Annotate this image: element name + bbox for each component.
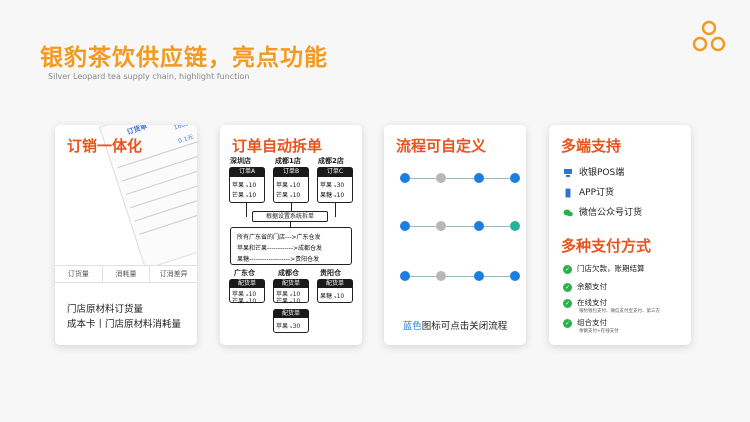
- flow-step-icon[interactable]: [474, 221, 484, 231]
- card-multi-platform: 多端支持 收银POS端 APP订货 微信公众号订货 多种支付方式 ✓门店欠款，账…: [549, 125, 691, 345]
- payment-online: ✓在线支付: [563, 298, 607, 308]
- flow-connector: [446, 226, 474, 227]
- flow-connector: [446, 276, 474, 277]
- feature-wechat: 微信公众号订货: [563, 205, 642, 218]
- page-title: 银豹茶饮供应链，亮点功能: [40, 45, 328, 71]
- store-name: 成都2店: [318, 157, 344, 165]
- card-description: 门店原材料订货量 成本卡丨门店原材料消耗量: [67, 304, 182, 330]
- card-title: 流程可自定义: [396, 137, 487, 155]
- payment-balance: ✓余额支付: [563, 282, 607, 292]
- store-name: 成都1店: [275, 157, 301, 165]
- flow-step-icon[interactable]: [400, 221, 410, 231]
- order-box: 订单C 苹果 ₓ30 果糖 ₓ10: [317, 167, 353, 203]
- flow-step-icon[interactable]: [436, 271, 446, 281]
- flow-connector: [410, 178, 436, 179]
- flow-step-icon[interactable]: [474, 173, 484, 183]
- wechat-icon: [563, 209, 573, 216]
- flow-connector: [484, 226, 510, 227]
- flow-step-icon[interactable]: [474, 271, 484, 281]
- flow-step-icon[interactable]: [510, 221, 520, 231]
- check-icon: ✓: [563, 318, 572, 328]
- card-description: 蓝色图标可点击关闭流程: [402, 321, 508, 332]
- tab-order-qty[interactable]: 订货量: [55, 266, 103, 282]
- card-title: 订单自动拆单: [232, 137, 323, 155]
- check-icon: ✓: [563, 298, 572, 308]
- warehouse-name: 成都仓: [278, 269, 299, 277]
- logo-icon: [692, 20, 726, 52]
- pos-icon: [564, 168, 572, 177]
- flow-step-icon[interactable]: [436, 221, 446, 231]
- card-title: 多端支持: [561, 137, 622, 155]
- warehouse-name: 贵阳仓: [320, 269, 341, 277]
- order-box: 订单B 苹果 ₓ10 芒果 ₓ10: [273, 167, 309, 203]
- flow-step-icon[interactable]: [510, 173, 520, 183]
- flow-connector: [484, 276, 510, 277]
- payment-credit: ✓门店欠款，账期结算: [563, 264, 645, 274]
- check-icon: ✓: [563, 264, 572, 274]
- flow-step-icon[interactable]: [436, 173, 446, 183]
- warehouse-name: 广东仓: [234, 269, 255, 277]
- dispatch-slip: 配货单 苹果 ₓ30: [273, 309, 309, 333]
- flow-connector: [446, 178, 474, 179]
- flow-connector: [410, 226, 436, 227]
- card-title: 订销一体化: [67, 137, 143, 155]
- feature-app: APP订货: [563, 185, 614, 198]
- check-icon: ✓: [563, 282, 572, 292]
- dispatch-slip: 配货单 苹果 ₓ10 芒果 ₓ10: [273, 279, 309, 305]
- flow-connector: [410, 276, 436, 277]
- feature-pos: 收银POS端: [563, 165, 624, 178]
- order-box: 订单A 苹果 ₓ10 芒果 ₓ10: [229, 167, 265, 203]
- store-name: 深圳店: [230, 157, 251, 165]
- payment-online-detail: 银豹钱包支付、微信支付宝支付、第三方: [579, 309, 660, 314]
- payment-combo: ✓组合支付: [563, 318, 607, 328]
- split-rules: 所有广东省的门店--->广东仓发 苹果和芒果------------>成都仓发 …: [230, 227, 352, 265]
- flow-step-icon[interactable]: [400, 271, 410, 281]
- card-auto-split: 订单自动拆单 深圳店 成都1店 成都2店 订单A 苹果 ₓ10 芒果 ₓ10 订…: [220, 125, 362, 345]
- split-rule-bar: 根据设置系统拆单: [252, 211, 328, 222]
- tab-bar: 订货量 消耗量 订消差异: [55, 265, 197, 283]
- card-custom-flow: 流程可自定义 蓝色图标可点击关闭流程: [384, 125, 526, 345]
- payment-section-title: 多种支付方式: [561, 237, 652, 255]
- tab-difference[interactable]: 订消差异: [159, 270, 188, 278]
- card-order-sales: 订货单 1600 0.1元 订销一体化 订货量 消耗量 订消差异 门店原材料订货…: [55, 125, 197, 345]
- flow-connector: [484, 178, 510, 179]
- phone-icon: [565, 188, 571, 197]
- dispatch-slip: 配货单 苹果 ₓ10 芒果 ₓ10: [229, 279, 265, 305]
- payment-combo-detail: 余额支付+在线支付: [579, 329, 619, 334]
- dispatch-slip: 配货单 果糖 ₓ10: [317, 279, 353, 303]
- page-subtitle: Silver Leopard tea supply chain, highlig…: [48, 72, 250, 81]
- flow-step-icon[interactable]: [400, 173, 410, 183]
- tab-consumption[interactable]: 消耗量: [103, 266, 151, 282]
- flow-step-icon[interactable]: [510, 271, 520, 281]
